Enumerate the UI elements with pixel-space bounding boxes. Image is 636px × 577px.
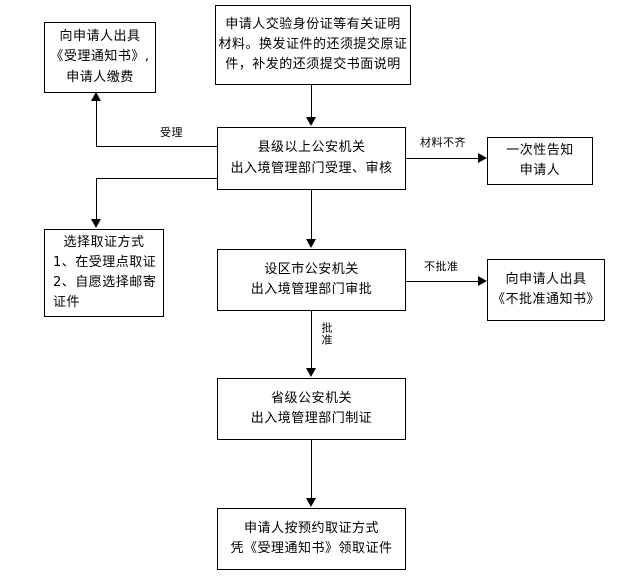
node-line: 出入境管理部门受理、审核: [230, 160, 393, 176]
node-line: 申请人缴费: [66, 69, 134, 85]
node-disapproval-notice: 向申请人出具 《不批准通知书》: [487, 259, 605, 321]
arrow-submit-to-county: [306, 117, 316, 126]
connector-city-to-disapproval-horizontal: [406, 281, 482, 282]
node-line: 申请人按预约取证方式: [243, 520, 379, 536]
edge-label-materials-incomplete: 材料不齐: [420, 136, 466, 149]
node-city-approval: 设区市公安机关 出入境管理部门审批: [217, 249, 406, 311]
connector-submit-to-county: [311, 85, 312, 118]
node-line: 选择取证方式: [63, 234, 145, 250]
node-line: 向申请人出具: [505, 271, 587, 287]
node-issue-acceptance-notice: 向申请人出具 《受理通知书》, 申请人缴费: [44, 22, 156, 93]
node-line: 1、在受理点取证: [53, 254, 157, 270]
arrow-province-to-pickup: [306, 498, 316, 507]
node-line: 出入境管理部门制证: [250, 411, 373, 426]
arrow-county-to-pickup: [91, 219, 101, 228]
arrow-city-to-disapproval: [478, 276, 487, 286]
node-line: 凭《受理通知书》领取证件: [230, 541, 393, 556]
connector-county-to-acceptance-horizontal: [96, 146, 217, 147]
connector-county-to-city: [311, 190, 312, 240]
arrow-county-to-city: [306, 239, 316, 248]
node-line: 件，补发的还须提交书面说明: [225, 57, 401, 73]
arrow-county-to-acceptance: [91, 92, 101, 101]
arrow-county-to-onetime: [478, 153, 487, 163]
node-applicant-pickup: 申请人按预约取证方式 凭《受理通知书》领取证件: [217, 508, 406, 570]
edge-label-accepted: 受理: [160, 126, 183, 139]
node-province-production: 省级公安机关 出入境管理部门制证: [217, 378, 406, 440]
connector-county-to-pickup-vertical: [96, 178, 97, 220]
node-line: 《不批准通知书》: [491, 292, 600, 307]
arrow-city-to-province: [306, 368, 316, 377]
node-line: 申请人: [519, 163, 561, 178]
node-line: 材料。换发证件的还须提交原证: [218, 36, 408, 52]
connector-province-to-pickup: [311, 440, 312, 498]
node-line: 县级以上公安机关: [257, 140, 366, 156]
connector-city-to-province: [311, 311, 312, 369]
node-county-review: 县级以上公安机关 出入境管理部门受理、审核: [217, 127, 406, 190]
connector-county-to-acceptance-vertical: [96, 100, 97, 146]
node-choose-pickup: 选择取证方式 1、在受理点取证 2、自愿选择邮寄 证件: [44, 229, 164, 317]
node-line: 证件: [53, 295, 81, 311]
edge-label-not-approved: 不批准: [424, 260, 459, 273]
node-line: 一次性告知: [506, 142, 574, 158]
node-submit-materials: 申请人交验身份证等有关证明 材料。换发证件的还须提交原证 件，补发的还须提交书面…: [215, 5, 411, 85]
node-line: 2、自愿选择邮寄: [53, 275, 157, 290]
node-one-time-notice: 一次性告知 申请人: [487, 137, 593, 185]
node-line: 《受理通知书》,: [50, 49, 150, 65]
connector-county-to-pickup-horizontal: [96, 178, 217, 179]
node-line: 省级公安机关: [270, 390, 352, 406]
node-line: 设区市公安机关: [264, 261, 359, 277]
node-line: 出入境管理部门审批: [250, 282, 373, 297]
node-line: 向申请人出具: [59, 29, 141, 45]
node-line: 申请人交验身份证等有关证明: [225, 16, 401, 32]
edge-label-approved: 批准: [320, 322, 333, 346]
connector-county-to-onetime-horizontal: [406, 158, 482, 159]
